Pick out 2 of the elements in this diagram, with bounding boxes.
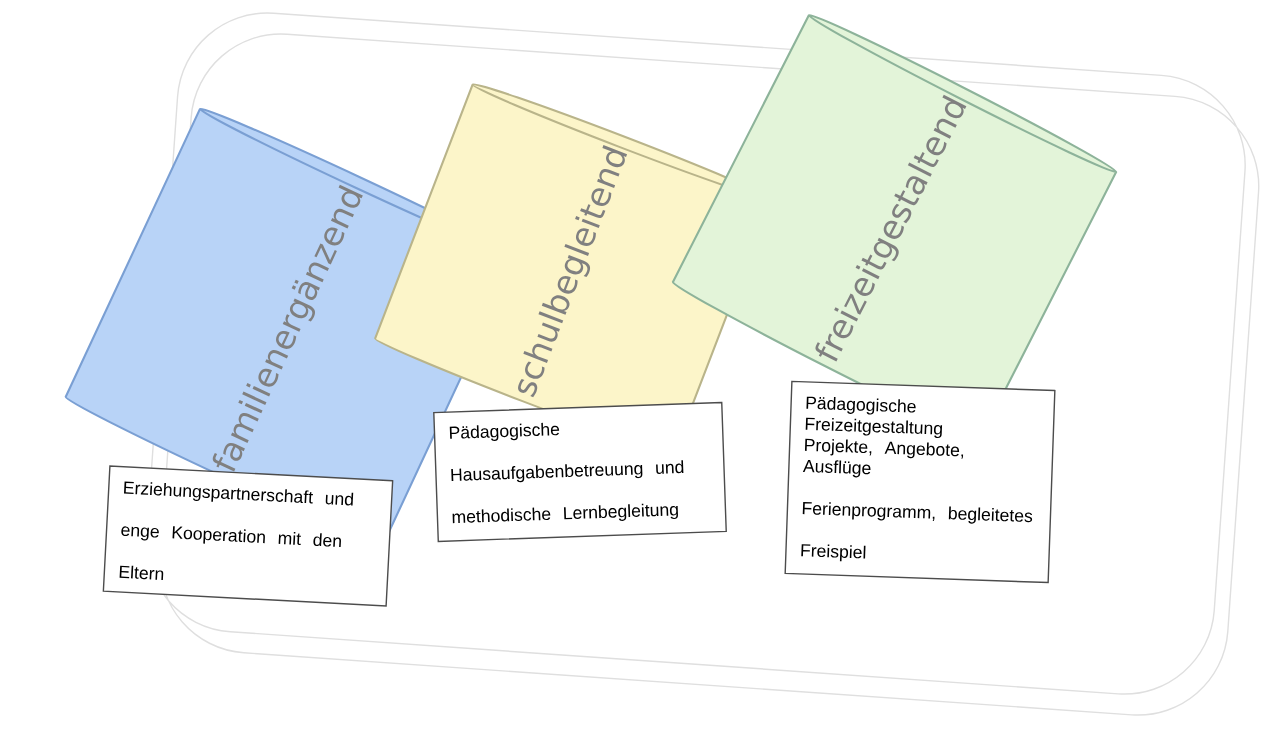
text-box: Pädagogische Freizeitgestaltung Projekte, Angebote, Ausflüge Ferienprogramm, begleitetes Freispiel [784, 380, 1056, 584]
text-box: Pädagogische Hausaufgabenbetreuung und methodische Lernbegleitung [433, 401, 727, 543]
